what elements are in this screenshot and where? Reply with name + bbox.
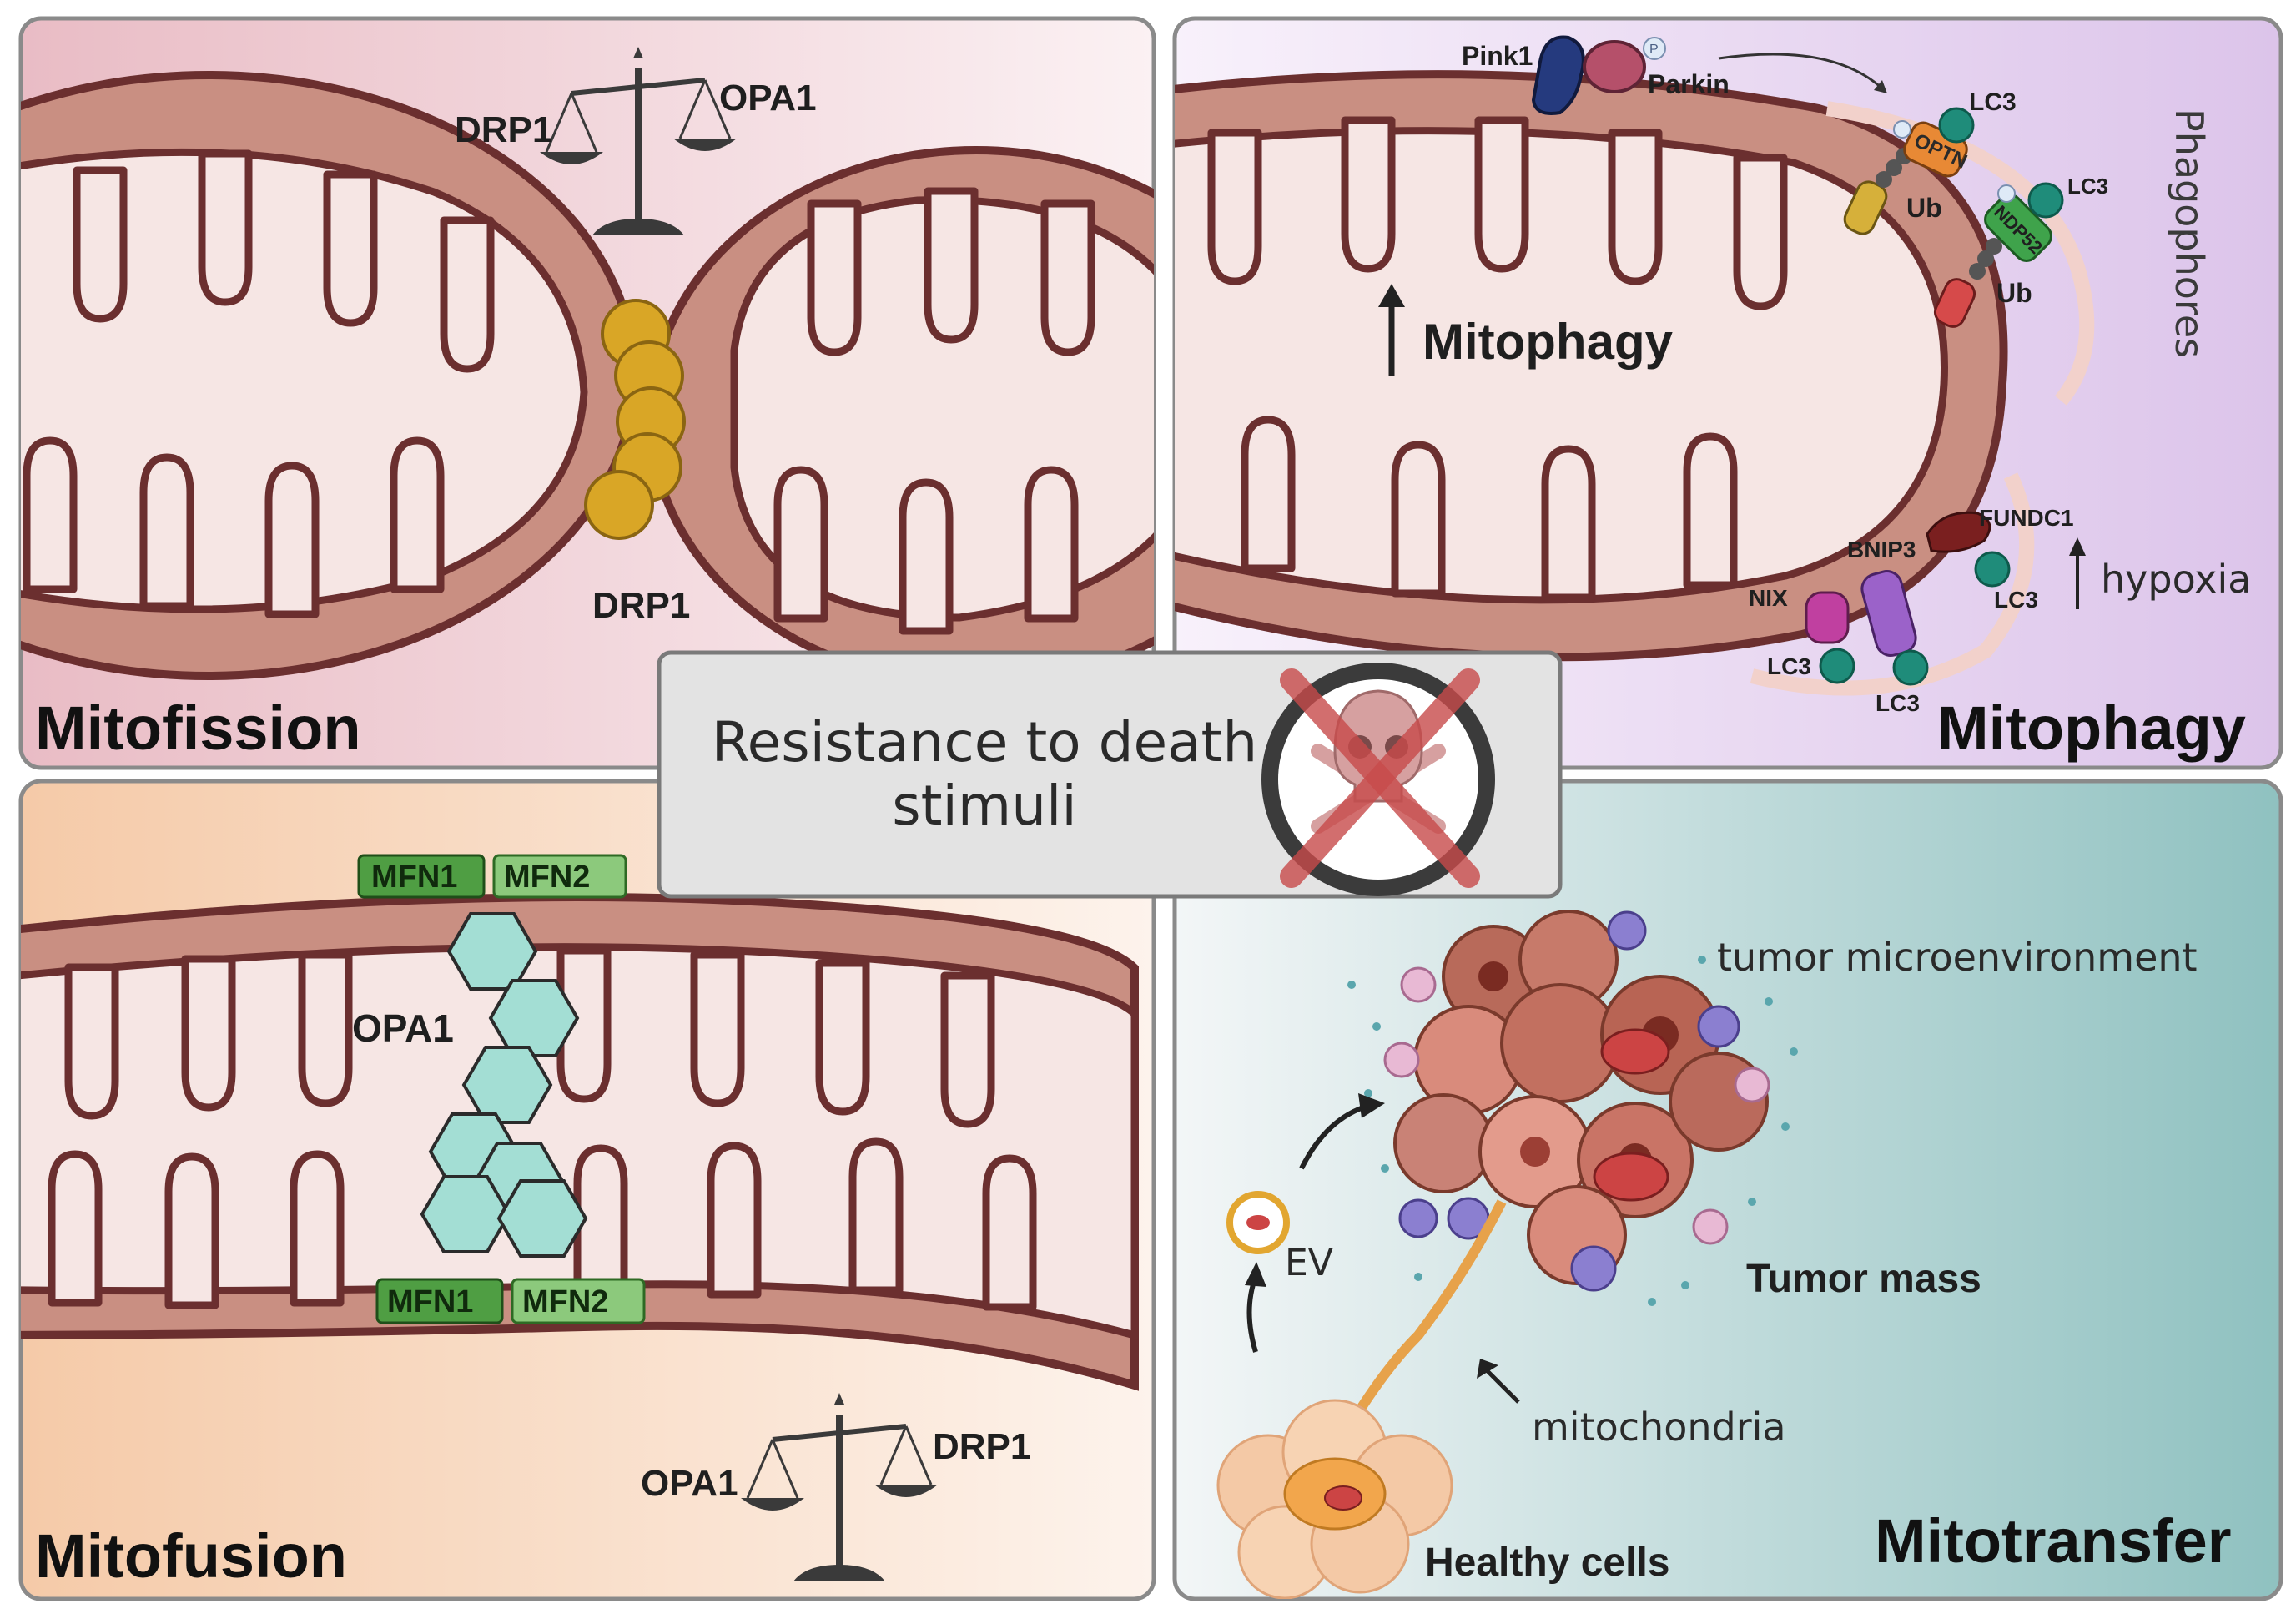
panel-title: Mitophagy bbox=[1937, 694, 2246, 763]
mitochondrion-left bbox=[21, 71, 638, 680]
svg-text:MFN2: MFN2 bbox=[522, 1284, 608, 1319]
scale-right-label: OPA1 bbox=[719, 78, 817, 119]
lc3-label-1: LC3 bbox=[1969, 88, 2017, 116]
drp1-label: DRP1 bbox=[592, 585, 690, 626]
panel-mitofusion: MFN1 MFN2 MFN1 MFN2 OPA1 OPA1 DRP1 Mitof… bbox=[18, 779, 1156, 1601]
optn-adaptor: OPTN bbox=[1843, 107, 1975, 235]
ev-label: EV bbox=[1285, 1242, 1333, 1284]
receptor-nix bbox=[1805, 591, 1855, 684]
svg-text:P: P bbox=[1649, 43, 1659, 57]
svg-text:FUNDC1: FUNDC1 bbox=[1979, 505, 2074, 531]
svg-text:BNIP3: BNIP3 bbox=[1847, 537, 1916, 562]
svg-text:LC3: LC3 bbox=[1994, 587, 2038, 613]
center-line-1: Resistance to death bbox=[712, 710, 1258, 774]
panel-mitofission: DRP1 OPA1 DRP1 Mitofission bbox=[18, 16, 1156, 770]
parkin-label: Parkin bbox=[1648, 69, 1730, 99]
phagophores-label: Phagophores bbox=[2167, 108, 2212, 358]
mfn1-top bbox=[357, 854, 486, 899]
mfn2-top bbox=[492, 854, 627, 899]
opa1-label: OPA1 bbox=[352, 1006, 454, 1050]
mitochondrion-phagy bbox=[1175, 70, 2008, 662]
pink1-label: Pink1 bbox=[1462, 41, 1533, 71]
parkin-protein bbox=[1583, 40, 1646, 93]
mfn1-bottom bbox=[375, 1278, 504, 1324]
healthy-cells bbox=[1216, 1399, 1453, 1599]
mitochondria-label: mitochondria bbox=[1532, 1405, 1786, 1450]
receptor-fundc1 bbox=[1926, 511, 2011, 588]
svg-text:LC3: LC3 bbox=[1767, 653, 1811, 679]
tme-label: tumor microenvironment bbox=[1717, 935, 2198, 980]
svg-text:MFN1: MFN1 bbox=[387, 1284, 473, 1319]
svg-text:MFN1: MFN1 bbox=[371, 860, 457, 895]
drp1-ring bbox=[584, 299, 686, 540]
panel-title: Mitofission bbox=[35, 694, 361, 763]
hypoxia-label: hypoxia bbox=[2101, 557, 2252, 602]
phagophore-lower bbox=[1750, 472, 2035, 696]
panel-title: Mitofusion bbox=[35, 1521, 347, 1591]
skull-crossbones-icon bbox=[1261, 663, 1495, 896]
receptor-bnip3 bbox=[1860, 570, 1929, 686]
scale-left-label: OPA1 bbox=[641, 1463, 738, 1504]
center-box: Resistance to death stimuli bbox=[657, 650, 1563, 899]
mfn2-bottom bbox=[511, 1278, 646, 1324]
tumor-mass-label: Tumor mass bbox=[1746, 1257, 1981, 1301]
ub-label-2: Ub bbox=[1996, 278, 2032, 308]
center-line-2: stimuli bbox=[892, 774, 1076, 838]
pink1-protein bbox=[1531, 35, 1585, 115]
scale-right-label: DRP1 bbox=[933, 1426, 1030, 1467]
svg-text:NIX: NIX bbox=[1749, 585, 1788, 611]
panel-title: Mitotransfer bbox=[1875, 1506, 2232, 1576]
ub-label-1: Ub bbox=[1906, 193, 1942, 223]
curved-arrow bbox=[1718, 53, 1887, 93]
svg-text:LC3: LC3 bbox=[1876, 690, 1920, 716]
healthy-cells-label: Healthy cells bbox=[1425, 1541, 1669, 1585]
tumor-mass bbox=[1347, 910, 1798, 1306]
panel-mitophagy: P Pink1 Parkin OPTN LC3 Ub NDP52 LC3 Ub … bbox=[1172, 16, 2283, 770]
lc3-label-2: LC3 bbox=[2067, 174, 2108, 199]
ndp52-adaptor: NDP52 bbox=[1933, 182, 2064, 328]
mitochondrion-fused bbox=[21, 893, 1139, 1391]
panel-mitotransfer: EV tumor microenvironment Tumor mass mit… bbox=[1172, 779, 2283, 1601]
svg-text:MFN2: MFN2 bbox=[504, 860, 590, 895]
scale-left-label: DRP1 bbox=[455, 109, 552, 150]
mitophagy-center-label: Mitophagy bbox=[1422, 314, 1674, 370]
